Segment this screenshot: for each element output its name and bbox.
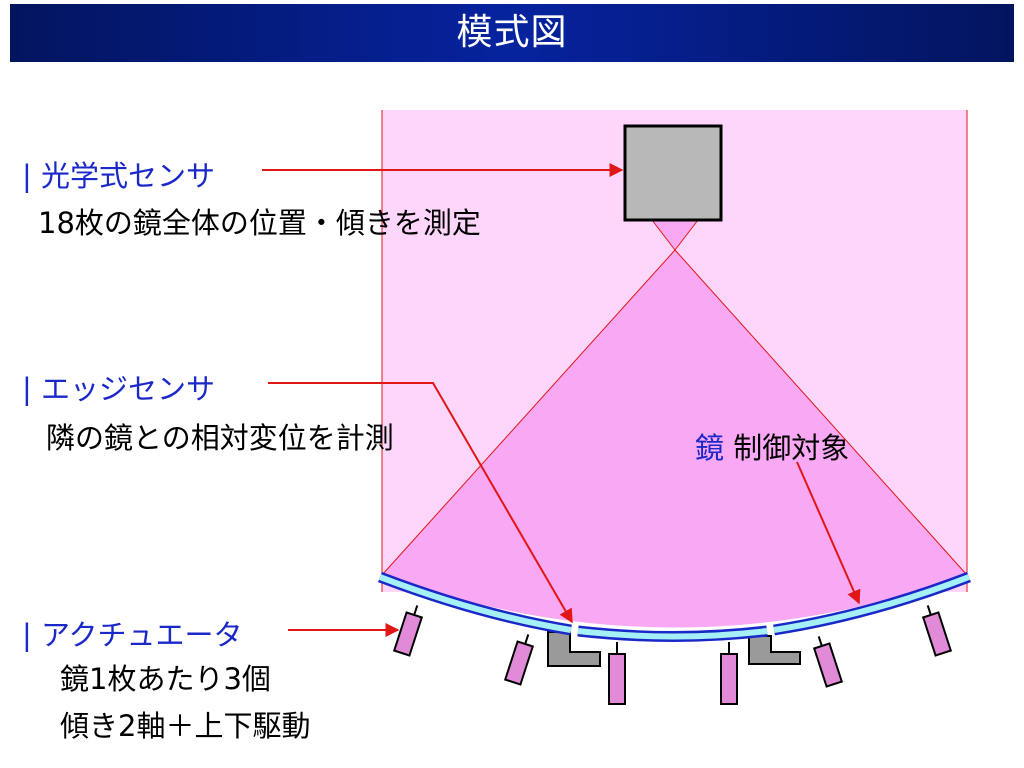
- edge-sensor-desc: 隣の鏡との相対変位を計測: [46, 421, 394, 455]
- optical-sensor-label: | 光学式センサ: [22, 153, 215, 195]
- actuator-desc-line1: 鏡1枚あたり3個: [60, 662, 271, 696]
- actuator: [812, 636, 844, 688]
- cone-cross-right: [674, 219, 699, 251]
- cone-cross-left: [651, 219, 676, 251]
- optical-sensor-box: [623, 124, 723, 222]
- actuator: [720, 642, 738, 705]
- label-marker: |: [22, 618, 32, 652]
- cone-edge-left: [381, 249, 676, 576]
- sensor-cone: [652, 220, 698, 250]
- actuator: [608, 642, 626, 705]
- mirror-arrow: [796, 461, 861, 605]
- cone-edge-right: [674, 249, 968, 576]
- edge-sensor-right: [748, 635, 801, 665]
- edge-sensor-title: エッジセンサ: [41, 372, 216, 406]
- label-marker: |: [22, 159, 32, 193]
- optical-sensor-desc: 18枚の鏡全体の位置・傾きを測定: [38, 206, 481, 240]
- actuator: [921, 605, 953, 657]
- actuator: [392, 605, 424, 657]
- mirror-desc: 制御対象: [733, 431, 850, 465]
- optical-sensor-title: 光学式センサ: [41, 159, 216, 193]
- actuators: [392, 605, 953, 705]
- title-bar: 模式図: [10, 4, 1014, 62]
- slide-title: 模式図: [456, 12, 568, 53]
- actuator-desc-line2: 傾き2軸＋上下駆動: [60, 709, 311, 743]
- actuator-label: | アクチュエータ: [22, 612, 243, 654]
- mirror-word: 鏡: [695, 431, 725, 465]
- mirror-label: 鏡 制御対象: [695, 425, 849, 467]
- light-cone: [382, 250, 967, 628]
- edge-sensor-label: | エッジセンサ: [22, 366, 215, 408]
- label-marker: |: [22, 372, 32, 406]
- mirror-segments: [378, 571, 971, 642]
- actuator: [503, 634, 535, 686]
- edge-sensor-arrow: [268, 382, 573, 624]
- actuator-title: アクチュエータ: [41, 618, 243, 652]
